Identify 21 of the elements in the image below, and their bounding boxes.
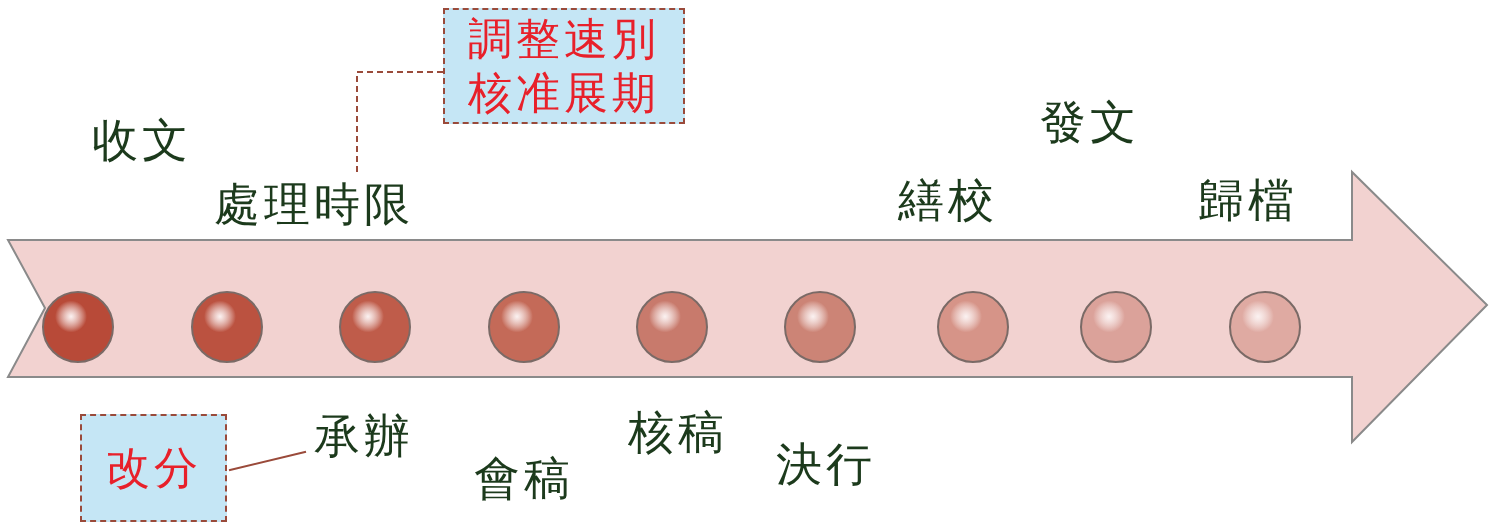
step-label: 收文 — [92, 112, 192, 168]
dot-marker — [783, 290, 857, 364]
dot-marker — [487, 290, 561, 364]
dot-marker — [1079, 290, 1153, 364]
step-label: 繕校 — [898, 172, 998, 228]
step-label: 承辦 — [314, 408, 436, 464]
step-label: 處理時限 — [214, 176, 454, 232]
step-label: 歸檔 — [1198, 172, 1298, 228]
dot-marker — [635, 290, 709, 364]
step-label: 核稿 — [628, 404, 728, 460]
leader-line — [228, 450, 307, 472]
step-label: 發文 — [1040, 94, 1140, 150]
dot-marker — [936, 290, 1010, 364]
dot-marker — [1228, 290, 1302, 364]
dot-marker — [41, 290, 115, 364]
step-label: 會稿 — [474, 450, 574, 506]
step-label: 決行 — [776, 436, 876, 492]
callout-box: 改分 — [80, 414, 227, 522]
dot-marker — [190, 290, 264, 364]
callout-box: 調整速別核准展期 — [443, 8, 685, 124]
dot-marker — [338, 290, 412, 364]
